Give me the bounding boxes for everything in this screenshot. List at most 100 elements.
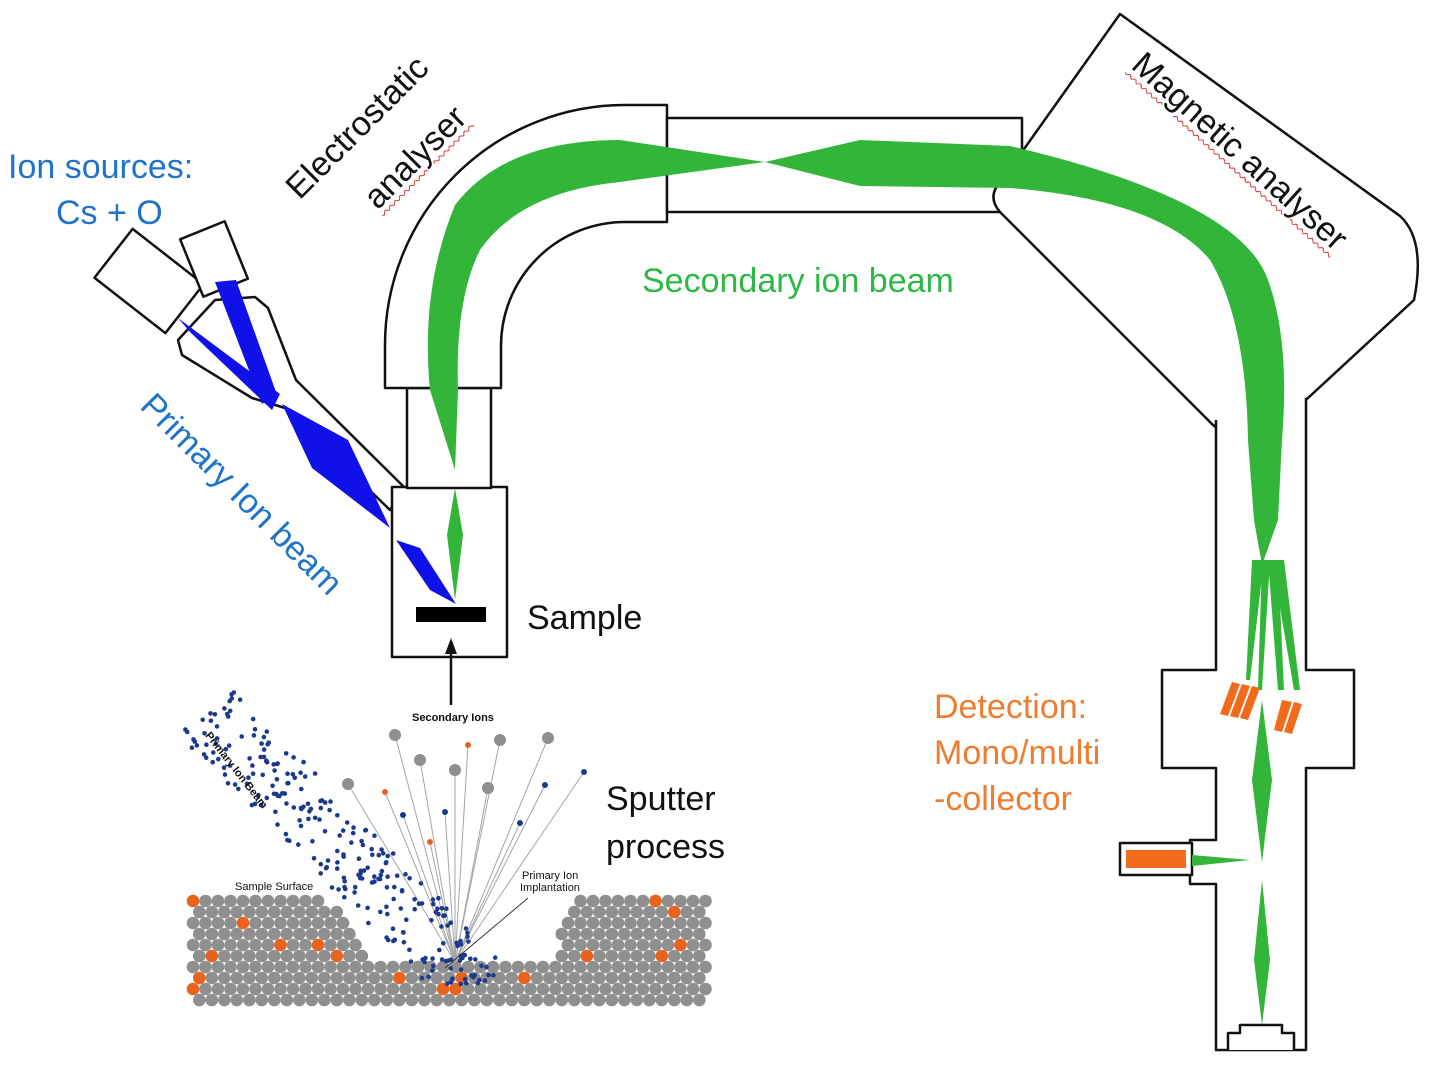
primary-ion-dot — [376, 852, 382, 858]
lattice-atom — [280, 971, 294, 985]
lattice-atom — [461, 982, 475, 996]
lattice-atom — [268, 993, 281, 1007]
lattice-atom — [230, 927, 244, 941]
secondary-beam-sample-focus — [447, 488, 463, 600]
lattice-atom — [674, 960, 687, 974]
primary-ion-dot — [445, 923, 450, 928]
detection-label-3: -collector — [934, 780, 1072, 818]
emitted-particle — [581, 769, 587, 775]
lattice-atom — [218, 927, 231, 941]
lattice-atom — [611, 960, 625, 974]
lattice-atom — [318, 905, 331, 919]
dopant-atom — [518, 971, 531, 985]
primary-ion-dot — [412, 897, 417, 902]
lattice-atom — [374, 960, 387, 974]
primary-ion-dot — [291, 755, 296, 760]
primary-ion-dot — [342, 884, 347, 890]
lattice-atom — [511, 960, 525, 974]
lattice-atom — [305, 927, 319, 941]
secondary-ion-ray — [347, 783, 456, 963]
lattice-atom — [205, 993, 219, 1007]
primary-ion-dot — [365, 905, 370, 911]
primary-ion-dot — [211, 750, 216, 755]
primary-ion-dot — [264, 759, 269, 764]
lattice-atom — [618, 905, 631, 919]
emitted-particle — [542, 782, 548, 788]
primary-ion-dot — [392, 937, 398, 943]
primary-ion-dot — [266, 740, 272, 745]
primary-ion-dot — [394, 873, 400, 878]
implantation-pointer — [444, 897, 529, 969]
lattice-atom — [643, 993, 656, 1007]
dopant-atom — [436, 982, 450, 996]
lattice-atom — [330, 905, 344, 919]
lattice-atom — [399, 982, 412, 996]
lattice-atom — [305, 993, 319, 1007]
implanted-ion-dot — [419, 975, 425, 981]
primary-ion-dot — [298, 770, 303, 775]
lattice-atom — [286, 894, 300, 908]
primary-ion-dot — [298, 805, 304, 811]
lattice-atom — [686, 894, 700, 908]
primary-ion-dot — [283, 751, 289, 756]
lattice-atom — [249, 894, 262, 908]
lattice-atom — [486, 960, 500, 974]
primary-ion-dot — [370, 852, 375, 858]
primary-beam-o-branch — [215, 280, 276, 404]
implanted-ion-dot — [426, 974, 431, 979]
detector-column — [1160, 398, 1356, 1052]
primary-ion-dot — [365, 865, 371, 870]
emitted-particle — [482, 782, 494, 794]
lattice-atom — [261, 938, 275, 952]
lattice-atom — [274, 960, 287, 974]
primary-ion-dot — [306, 816, 311, 822]
lattice-atom — [568, 905, 581, 919]
sample-arrow-head — [445, 638, 457, 654]
lattice-atom — [668, 971, 681, 985]
lattice-atom — [624, 916, 637, 930]
primary-ion-dot — [208, 711, 213, 716]
lattice-atom — [524, 982, 537, 996]
primary-ion-dot — [283, 831, 289, 837]
primary-ion-dot — [200, 717, 205, 723]
lattice-atom — [661, 916, 675, 930]
lattice-atom — [493, 971, 506, 985]
lattice-atom — [468, 993, 481, 1007]
primary-ion-dot — [376, 876, 381, 882]
primary-ion-dot — [384, 904, 389, 910]
lattice-atom — [249, 982, 262, 996]
lattice-atom — [605, 971, 619, 985]
lattice-atom — [674, 894, 687, 908]
primary-ion-dot — [227, 708, 233, 714]
lattice-atom — [549, 960, 562, 974]
lattice-atom — [268, 905, 281, 919]
lattice-atom — [643, 949, 656, 963]
implanted-ion-dot — [443, 958, 449, 964]
collector-5 — [1284, 702, 1302, 734]
lattice-atom — [430, 993, 444, 1007]
primary-ion-dot — [317, 817, 322, 822]
lattice-atom — [443, 993, 456, 1007]
lattice-atom — [686, 916, 700, 930]
primary-ion-dot — [435, 906, 440, 911]
primary-ion-dot — [275, 822, 280, 827]
lattice-atom — [636, 960, 650, 974]
lattice-atom — [624, 938, 637, 952]
secondary-beam-split-3 — [1268, 560, 1284, 690]
dopant-atom — [449, 982, 462, 996]
dopant-atom — [580, 949, 594, 963]
secondary-ion-ray — [429, 841, 456, 963]
lattice-atom — [280, 905, 294, 919]
implanted-ion-dot — [486, 972, 491, 978]
primary-ion-dot — [384, 885, 390, 890]
primary-ion-dot — [214, 736, 220, 741]
lattice-atom — [649, 938, 662, 952]
lattice-atom — [368, 993, 381, 1007]
primary-ion-dot — [322, 800, 328, 805]
lattice-atom — [580, 993, 594, 1007]
primary-ion-dot — [310, 839, 315, 844]
primary-ion-dot — [379, 868, 385, 874]
lattice-atom — [599, 960, 612, 974]
lattice-atom — [274, 894, 287, 908]
